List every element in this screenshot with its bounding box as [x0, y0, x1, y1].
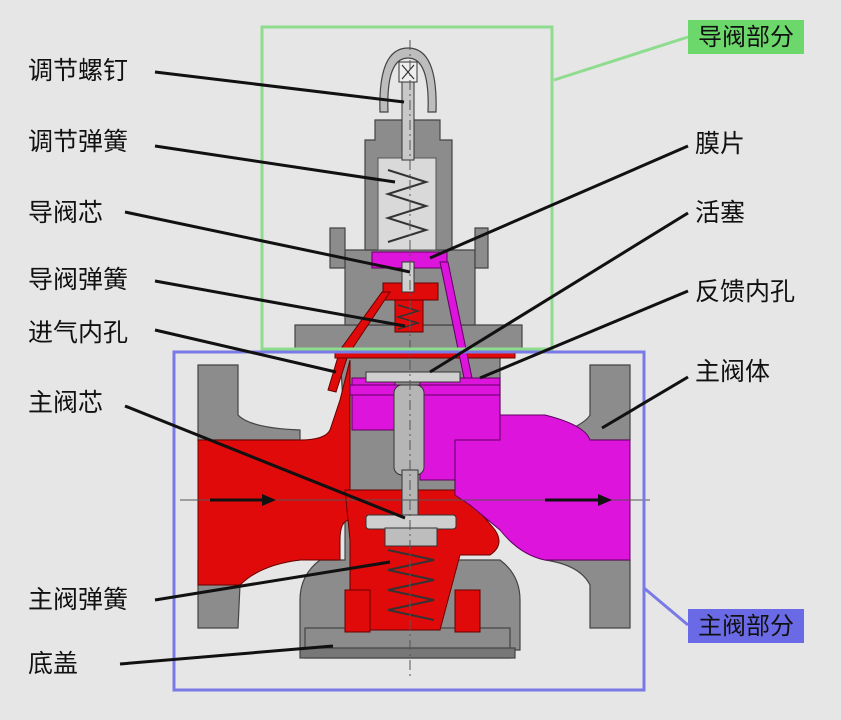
main-tag-connector — [643, 586, 689, 627]
spring-chamber — [377, 157, 437, 251]
label-feedback-hole: 反馈内孔 — [695, 277, 796, 306]
main-section-box — [172, 350, 646, 692]
main-spring-coil — [387, 549, 435, 621]
outlet-pressure-region — [349, 251, 631, 561]
adjust-screw-shaft — [401, 81, 415, 161]
pilot-spring-coil — [395, 304, 421, 330]
label-inlet-hole: 进气内孔 — [28, 318, 129, 347]
label-adjust-screw: 调节螺钉 — [28, 56, 129, 85]
label-main-core: 主阀芯 — [28, 388, 104, 417]
label-pilot-spring: 导阀弹簧 — [28, 265, 129, 294]
main-stem — [393, 384, 425, 476]
label-adjust-spring: 调节弹簧 — [28, 127, 129, 156]
outlet-flow-arrow — [545, 494, 612, 506]
label-main-spring: 主阀弹簧 — [28, 585, 129, 614]
pilot-tag-connector — [553, 35, 689, 82]
label-bottom-cover: 底盖 — [28, 649, 79, 678]
label-pilot-core: 导阀芯 — [28, 198, 104, 227]
piston — [365, 371, 461, 383]
pilot-section-tag: 导阀部分 — [688, 20, 804, 54]
inlet-flow-arrow — [210, 494, 276, 506]
label-main-body: 主阀体 — [695, 357, 771, 386]
label-piston: 活塞 — [695, 198, 746, 227]
pilot-core — [401, 261, 415, 293]
adjust-spring-coil — [384, 169, 430, 243]
label-diaphragm: 膜片 — [695, 129, 746, 158]
pilot-section-box — [260, 25, 554, 351]
main-valve-disc — [365, 514, 457, 530]
main-section-tag: 主阀部分 — [688, 609, 804, 643]
leader-lines — [119, 70, 689, 666]
